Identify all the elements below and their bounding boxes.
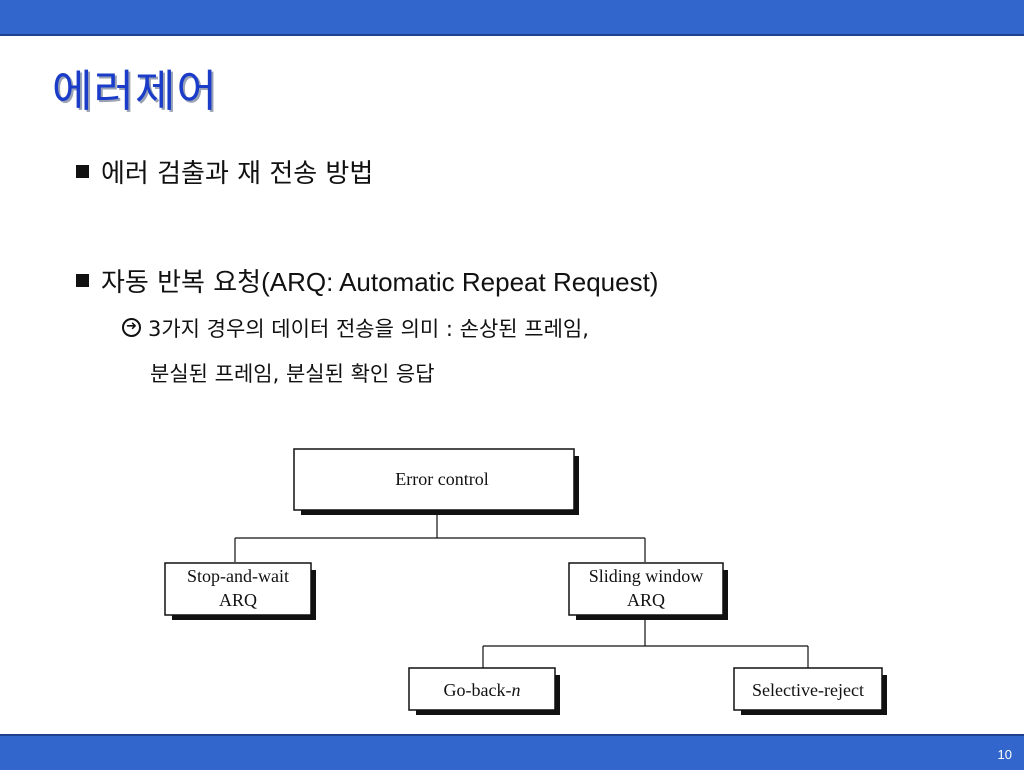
sub-bullet-line1: ➜ 3가지 경우의 데이터 전송을 의미 : 손상된 프레임, — [122, 313, 589, 343]
square-bullet-icon — [76, 165, 89, 178]
bullet-text-en: (ARQ: Automatic Repeat Request) — [261, 267, 659, 297]
square-bullet-icon — [76, 274, 89, 287]
bottom-bar: 10 — [0, 734, 1024, 770]
slide-title: 에러제어 — [52, 66, 218, 117]
node-stop-and-wait-arq: Stop-and-wait ARQ — [164, 562, 316, 620]
page-number: 10 — [997, 747, 1012, 762]
node-selective-reject: Selective-reject — [733, 667, 887, 715]
node-label: Error control — [395, 469, 488, 489]
sub-bullet-text: 3가지 경우의 데이터 전송을 의미 : 손상된 프레임, — [148, 317, 589, 341]
bullet-arq: 자동 반복 요청(ARQ: Automatic Repeat Request) — [76, 262, 658, 299]
node-label: Selective-reject — [752, 680, 864, 700]
bullet-text: 에러 검출과 재 전송 방법 — [101, 159, 374, 189]
bullet-error-detection: 에러 검출과 재 전송 방법 — [76, 153, 373, 190]
go-back-n-italic: n — [511, 680, 520, 700]
node-label-line1: Stop-and-wait — [187, 566, 289, 586]
go-back-prefix: Go-back- — [444, 680, 512, 700]
node-label-line1: Sliding window — [589, 566, 704, 586]
node-error-control: Error control — [293, 448, 579, 515]
node-label: Go-back-n — [444, 680, 521, 700]
bullet-text-ko: 자동 반복 요청 — [101, 268, 262, 298]
node-label-line2: ARQ — [219, 590, 257, 610]
node-label-line2: ARQ — [627, 590, 665, 610]
node-go-back-n: Go-back-n — [408, 667, 560, 715]
top-bar — [0, 0, 1024, 36]
circled-arrow-icon: ➜ — [122, 317, 141, 337]
sub-bullet-line2: 분실된 프레임, 분실된 확인 응답 — [150, 362, 435, 386]
node-sliding-window-arq: Sliding window ARQ — [568, 562, 728, 620]
